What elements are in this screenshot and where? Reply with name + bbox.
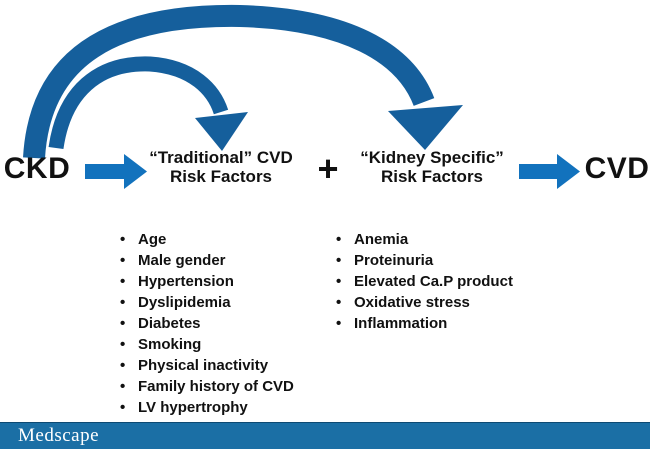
footer-brand-bar: Medscape — [0, 422, 650, 449]
risk-factor-item: Oxidative stress — [336, 292, 513, 313]
ckd-node-label: CKD — [3, 152, 71, 185]
risk-factor-item: Male gender — [120, 250, 294, 271]
traditional-risk-factor-list: Age Male gender Hypertension Dyslipidemi… — [120, 229, 294, 418]
risk-factor-item: Physical inactivity — [120, 355, 294, 376]
risk-factor-item: Diabetes — [120, 313, 294, 334]
medscape-logo: Medscape — [18, 425, 100, 446]
kidney-specific-risk-factor-list: Anemia Proteinuria Elevated Ca.P product… — [336, 229, 513, 334]
ckd-to-traditional-arc — [48, 56, 229, 150]
traditional-risk-factors-heading: “Traditional” CVD Risk Factors — [128, 148, 314, 186]
kidney-specific-risk-factors-heading: “Kidney Specific” Risk Factors — [339, 148, 525, 186]
traditional-heading-line1: “Traditional” CVD — [149, 148, 293, 167]
kidney-to-cvd-block-arrow-icon — [519, 154, 580, 189]
risk-factor-item: Anemia — [336, 229, 513, 250]
ckd-to-traditional-block-arrow-icon — [85, 154, 147, 189]
kidney-heading-line1: “Kidney Specific” — [360, 148, 504, 167]
risk-factor-item: LV hypertrophy — [120, 397, 294, 418]
risk-factor-item: Smoking — [120, 334, 294, 355]
risk-factor-item: Proteinuria — [336, 250, 513, 271]
ckd-to-kidney-arc — [23, 4, 435, 159]
risk-factor-item: Age — [120, 229, 294, 250]
risk-factor-item: Elevated Ca.P product — [336, 271, 513, 292]
risk-factor-item: Family history of CVD — [120, 376, 294, 397]
risk-factor-item: Inflammation — [336, 313, 513, 334]
risk-factor-item: Hypertension — [120, 271, 294, 292]
kidney-heading-line2: Risk Factors — [380, 167, 484, 186]
traditional-heading-line2: Risk Factors — [169, 167, 273, 186]
risk-factor-item: Dyslipidemia — [120, 292, 294, 313]
cvd-node-label: CVD — [584, 152, 650, 185]
ckd-to-traditional-arrowhead-icon — [195, 112, 248, 151]
plus-sign: + — [317, 148, 339, 189]
ckd-to-kidney-arrowhead-icon — [388, 105, 463, 150]
